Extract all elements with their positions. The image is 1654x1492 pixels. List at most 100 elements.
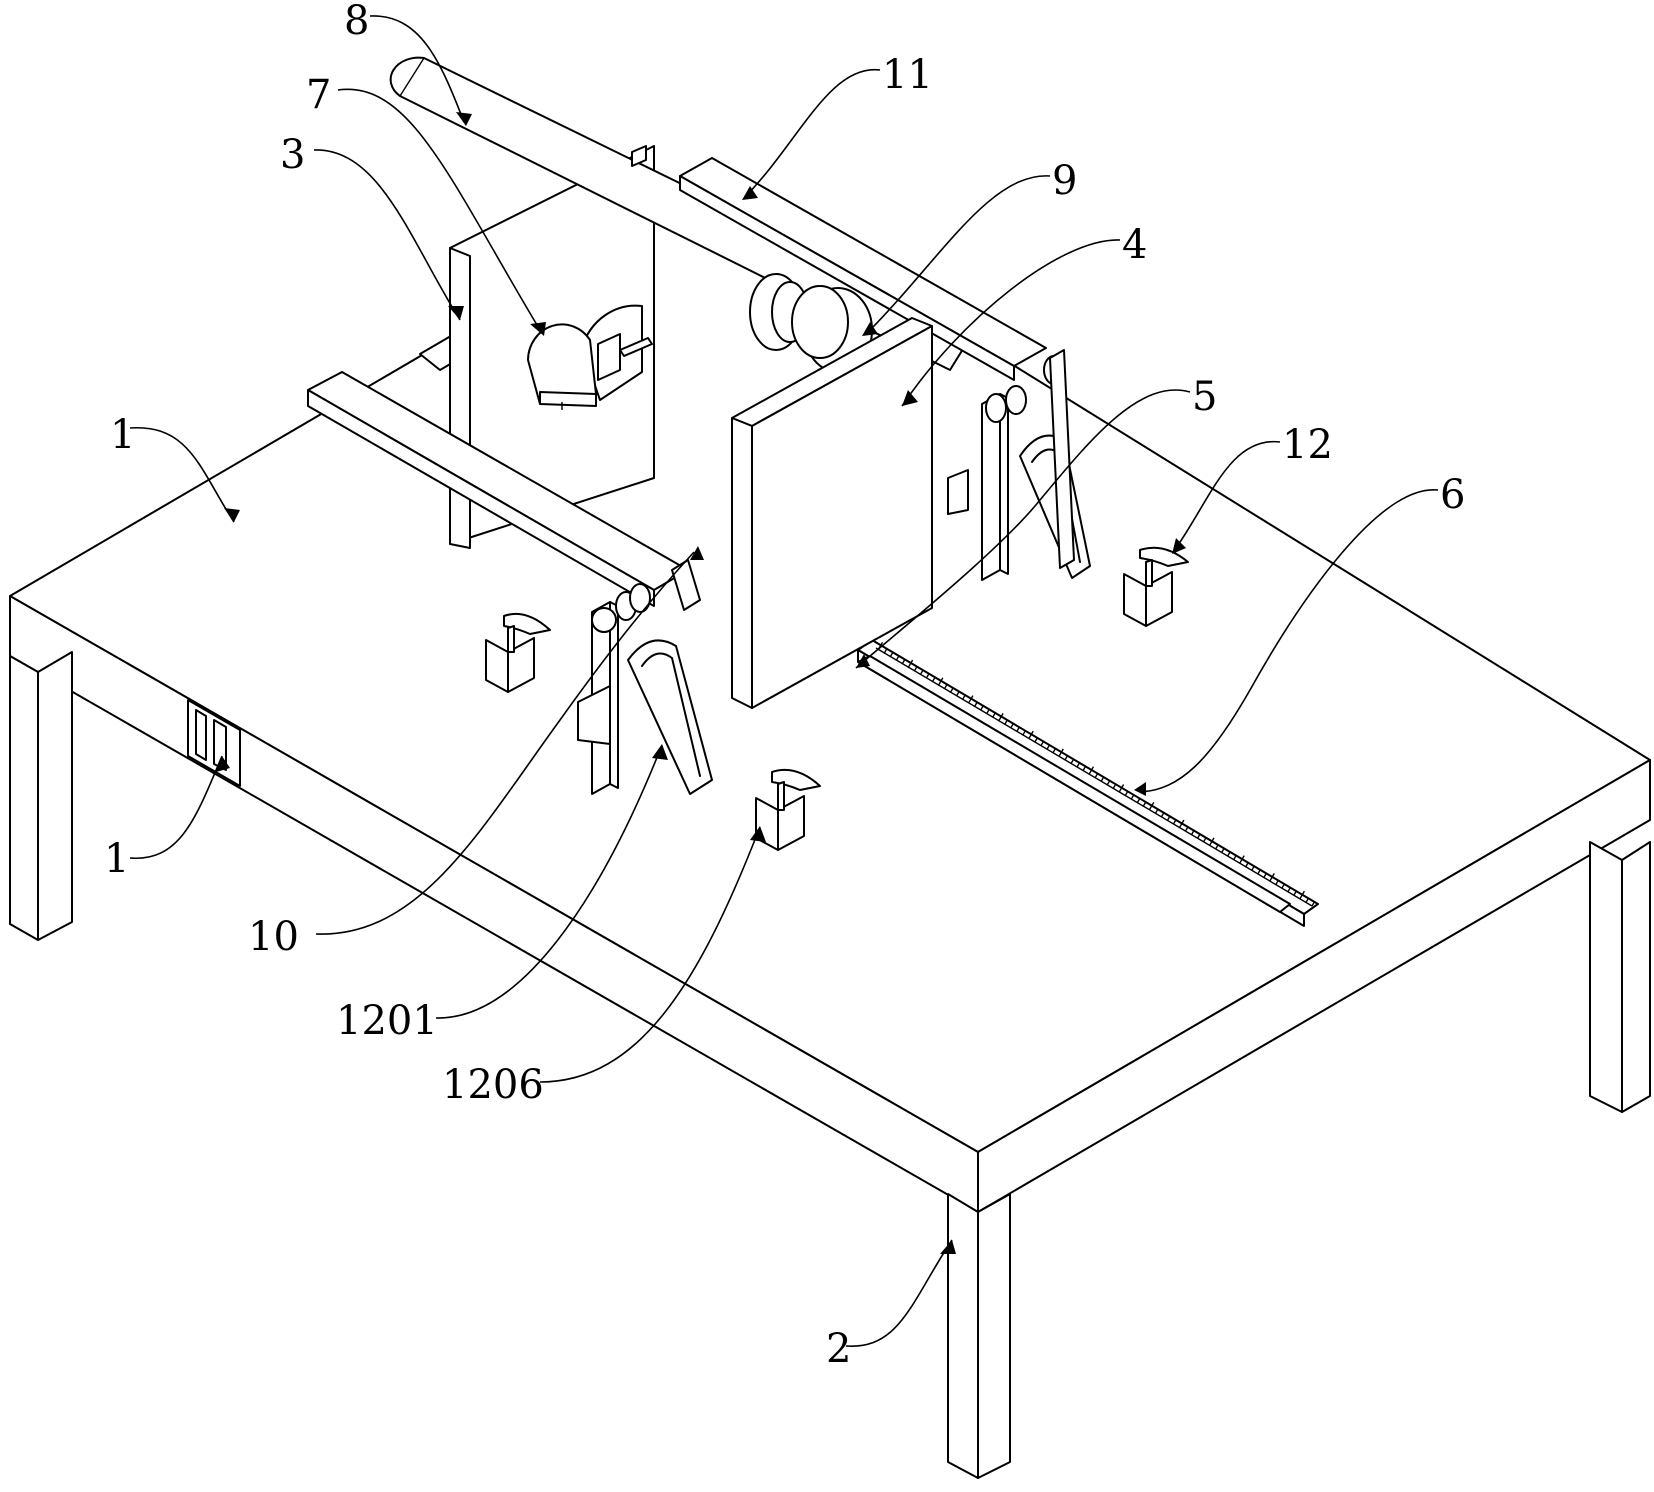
- label-1-switch: 1: [104, 836, 129, 882]
- label-2: 2: [826, 1326, 851, 1372]
- ruler-tick: [889, 652, 894, 658]
- ruler-tick: [1281, 883, 1286, 889]
- ruler-tick: [895, 656, 900, 662]
- ruler-tick: [1154, 808, 1159, 814]
- ruler-tick: [1003, 720, 1008, 726]
- ruler-tick: [1214, 844, 1219, 850]
- ruler-tick: [931, 677, 936, 683]
- ruler-tick: [1040, 741, 1044, 747]
- label-12: 12: [1282, 422, 1333, 468]
- ruler-tick: [1022, 730, 1026, 736]
- table-right-apron: [977, 759, 1651, 1213]
- label-3: 3: [280, 132, 305, 178]
- ruler-tick: [1287, 887, 1292, 893]
- ruler-tick: [1136, 798, 1141, 804]
- label-6: 6: [1440, 472, 1465, 518]
- ruler-tick: [1052, 748, 1056, 754]
- label-9: 9: [1052, 158, 1077, 204]
- ruler-ticks: [877, 641, 1316, 907]
- ruler-tick: [1293, 890, 1298, 896]
- ruler-tick: [943, 684, 948, 690]
- ruler-tick: [1245, 862, 1249, 868]
- ruler-tick: [1190, 830, 1195, 836]
- ruler-tick: [1299, 890, 1306, 900]
- ruler-tick: [937, 677, 944, 686]
- ruler-tick: [1275, 880, 1279, 886]
- clamp-left: [485, 612, 551, 693]
- ruler-tick: [1124, 791, 1129, 797]
- ruler-tick: [1202, 837, 1207, 843]
- ruler-tick: [973, 702, 978, 708]
- label-1-top: 1: [110, 412, 135, 458]
- label-7: 7: [306, 72, 331, 118]
- ruler-tick: [1142, 801, 1147, 807]
- ruler-tick: [985, 709, 990, 715]
- ruler-tick: [1305, 897, 1310, 903]
- front-plate: [731, 317, 933, 709]
- ruler-tick: [967, 695, 974, 704]
- front-rail: [307, 371, 689, 607]
- ruler-tick: [1220, 848, 1225, 854]
- ruler-tick: [883, 648, 888, 654]
- ruler-tick: [1088, 766, 1095, 775]
- motor-unit: [527, 304, 653, 410]
- label-11: 11: [882, 52, 933, 98]
- label-10: 10: [248, 914, 299, 960]
- label-8: 8: [344, 0, 369, 44]
- ruler-tick: [1263, 872, 1267, 878]
- ruler-tick: [1251, 865, 1255, 871]
- ruler-tick: [1232, 855, 1237, 861]
- ruler-tick: [1112, 784, 1117, 790]
- ruler-tick: [1160, 812, 1165, 818]
- label-1206: 1206: [442, 1062, 544, 1108]
- ruler-tick: [1070, 759, 1075, 765]
- ruler-tick: [1015, 727, 1020, 733]
- ruler-tick: [1094, 773, 1099, 779]
- ruler-tick: [949, 688, 954, 694]
- reference-labels: 1 1 2 3 4 5 6 7 8 9 10 11 12 1201 1206: [104, 0, 1465, 1372]
- ruler-tick: [925, 673, 930, 679]
- ruler-tick: [913, 666, 918, 672]
- ruler-tick: [1118, 784, 1125, 793]
- ruler-tick: [919, 670, 924, 676]
- ruler-tick: [1184, 826, 1189, 832]
- ruler-tick: [1172, 819, 1177, 825]
- ruler-tick: [1064, 755, 1069, 761]
- label-1201: 1201: [336, 998, 438, 1044]
- ruler-tick: [1130, 794, 1135, 800]
- ruler-tick: [1239, 855, 1245, 864]
- ruler-tick: [991, 712, 996, 718]
- ruler-tick: [1178, 819, 1185, 829]
- ruler-tick: [901, 659, 906, 665]
- left-support-assembly: [577, 559, 713, 795]
- ruler-tick: [1226, 851, 1231, 857]
- clamp-right: [1123, 546, 1189, 627]
- right-support-assembly: [947, 349, 1091, 581]
- ruler-tick: [1076, 762, 1081, 768]
- ruler-tick: [1148, 801, 1155, 811]
- ruler-tick: [1311, 901, 1316, 907]
- ruler-tick: [1196, 833, 1201, 839]
- ruler-tick: [1100, 776, 1105, 782]
- ruler-tick: [1009, 723, 1014, 729]
- ruler-tick: [1028, 730, 1034, 740]
- ruler-tick: [1082, 766, 1087, 772]
- ruler-tick: [955, 691, 960, 697]
- ruler-tick: [1034, 737, 1038, 743]
- ruler-tick: [1058, 748, 1064, 758]
- leader-lines: [129, 15, 1439, 1347]
- ruler-tick: [1208, 837, 1215, 846]
- ruler-tick: [961, 695, 966, 701]
- table-legs: [9, 651, 1651, 1479]
- label-5: 5: [1192, 374, 1217, 420]
- ruler-tick: [1257, 869, 1261, 875]
- ruler-tick: [1269, 873, 1275, 882]
- ruler-tick: [1046, 744, 1050, 750]
- ruler-tick: [1166, 816, 1171, 822]
- ruler-tick: [979, 705, 984, 711]
- ruler-tick: [997, 713, 1004, 722]
- ruler-tick: [907, 659, 914, 669]
- ruler-tick: [1106, 780, 1111, 786]
